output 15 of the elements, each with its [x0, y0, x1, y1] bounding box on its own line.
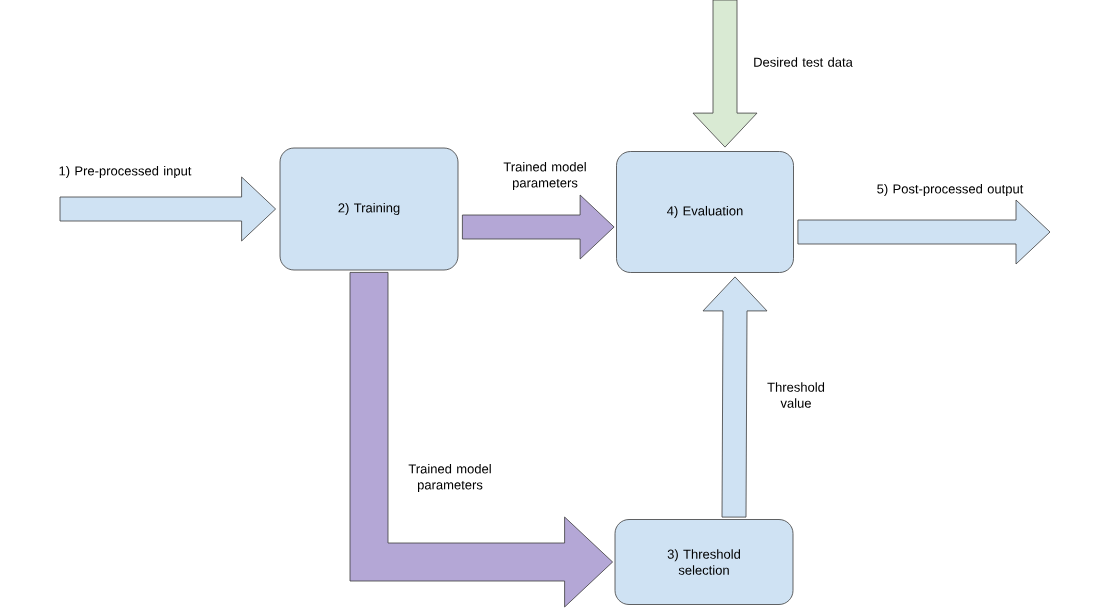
process-box: 2) Training — [279, 147, 459, 271]
block-arrow — [702, 276, 768, 518]
block-arrow — [59, 176, 276, 242]
process-box: 3) Threshold selection — [614, 519, 794, 605]
edge-label: 5) Post-processed output — [877, 183, 1024, 197]
edge-label: Threshold value — [767, 382, 825, 408]
edge-label: Trained model parameters — [408, 463, 491, 493]
edge-label: Desired test data — [754, 57, 853, 67]
block-arrow — [349, 272, 613, 608]
block-arrow — [797, 199, 1051, 265]
block-arrow — [462, 194, 615, 260]
block-arrow — [692, 0, 758, 148]
edge-label: Trained model parameters — [503, 161, 586, 191]
edge-label: 1) Pre-processed input — [59, 165, 192, 179]
process-box: 4) Evaluation — [616, 151, 794, 273]
